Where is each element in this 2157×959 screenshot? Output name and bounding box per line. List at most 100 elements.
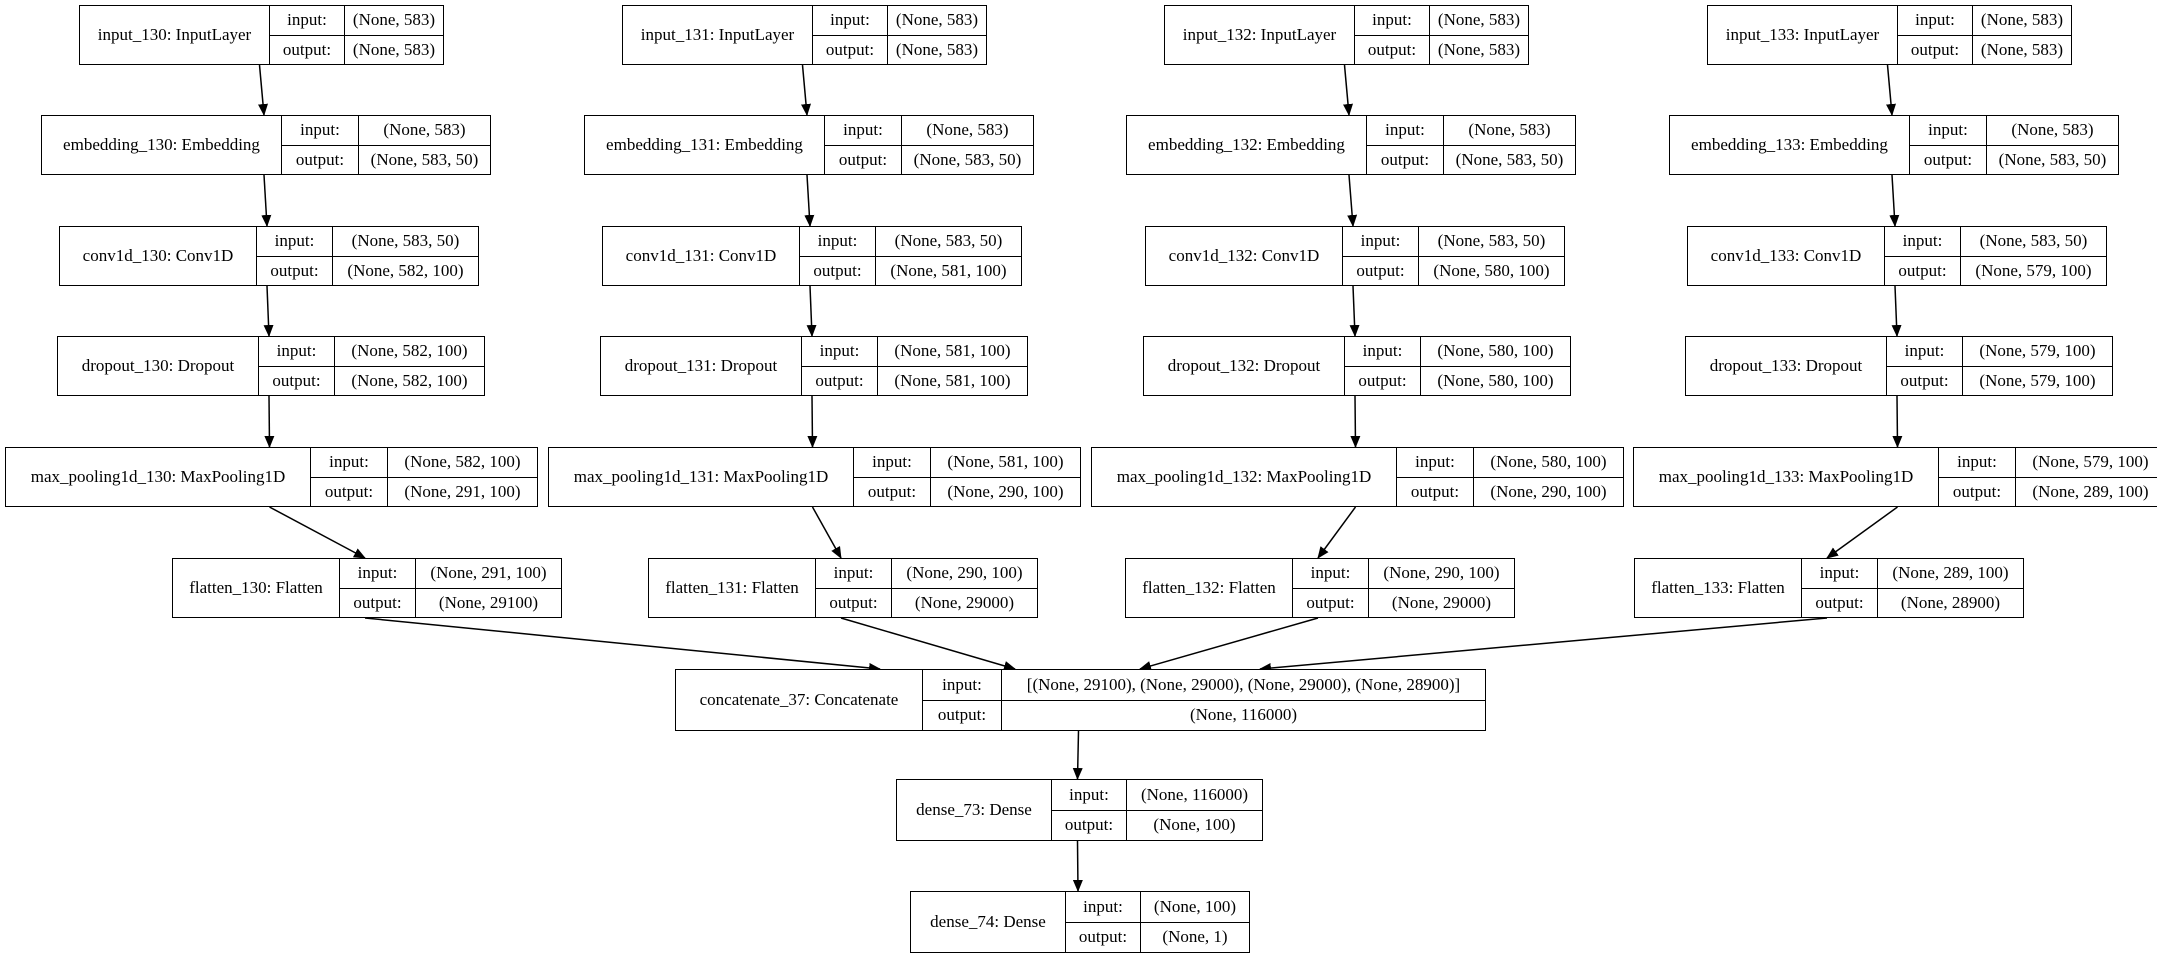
- edge-max-pooling1d-130-to-flatten-130: [269, 506, 366, 559]
- io-values: (None, 583, 50)(None, 582, 100): [332, 227, 478, 285]
- layer-name: dropout_131: Dropout: [624, 356, 778, 375]
- io-values: (None, 579, 100)(None, 579, 100): [1962, 337, 2112, 395]
- edge-input-133-to-embedding-133: [1886, 64, 1896, 116]
- output-label: output:: [270, 34, 344, 65]
- output-shape: (None, 579, 100): [1963, 365, 2112, 396]
- output-shape: (None, 580, 100): [1419, 255, 1564, 286]
- io-labels: input:output:: [1801, 559, 1877, 617]
- output-label: output:: [1293, 587, 1368, 618]
- layer-name: embedding_133: Embedding: [1691, 135, 1888, 154]
- io-values: (None, 583)(None, 583): [344, 6, 443, 64]
- io-values: [(None, 29100), (None, 29000), (None, 29…: [1001, 670, 1485, 730]
- output-shape: (None, 29100): [416, 587, 561, 618]
- layer-name: conv1d_133: Conv1D: [1710, 246, 1862, 265]
- input-shape: (None, 583): [895, 10, 979, 30]
- edge-dropout-133-to-max-pooling1d-133: [1892, 395, 1903, 448]
- output-label: output:: [311, 476, 387, 507]
- input-label: input:: [357, 563, 398, 583]
- output-shape: (None, 29000): [1369, 587, 1514, 618]
- edge-conv1d-132-to-dropout-132: [1349, 285, 1360, 337]
- io-labels: input:output:: [922, 670, 1001, 730]
- input-label: input:: [1957, 452, 1997, 472]
- layer-name: conv1d_131: Conv1D: [625, 246, 777, 265]
- io-values: (None, 583, 50)(None, 579, 100): [1960, 227, 2106, 285]
- input-label: input:: [942, 674, 982, 694]
- io-values: (None, 583, 50)(None, 580, 100): [1418, 227, 1564, 285]
- io-labels: input:output:: [1909, 116, 1986, 174]
- output-shape: (None, 583): [888, 34, 986, 65]
- input-shape: (None, 100): [1153, 896, 1237, 916]
- layer-name: max_pooling1d_133: MaxPooling1D: [1658, 467, 1914, 486]
- output-shape: (None, 583): [1430, 34, 1528, 65]
- input-shape: (None, 583): [1980, 10, 2064, 30]
- io-values: (None, 583) (None, 583): [1429, 6, 1528, 64]
- io-labels: input:output:: [1396, 448, 1473, 506]
- io-labels: input: output:: [1342, 227, 1418, 285]
- io-labels: input:output:: [1292, 559, 1368, 617]
- input-shape: (None, 583): [1468, 120, 1551, 140]
- layer-name: conv1d_132: Conv1D: [1168, 246, 1320, 265]
- input-label: input:: [843, 120, 883, 140]
- layer-node-concatenate-37: concatenate_37: Concatenate input:output:…: [675, 669, 1486, 731]
- output-shape: (None, 579, 100): [1961, 255, 2106, 286]
- output-label: output:: [1343, 255, 1418, 286]
- input-shape: (None, 583): [1437, 10, 1521, 30]
- output-shape: (None, 100): [1127, 809, 1262, 841]
- output-shape: (None, 583, 50): [902, 144, 1033, 175]
- io-labels: input:output:: [1884, 227, 1960, 285]
- input-label: input:: [1069, 784, 1109, 804]
- output-label: output:: [825, 144, 901, 175]
- input-shape: (None, 582, 100): [351, 341, 468, 361]
- input-label: input:: [817, 231, 858, 251]
- output-label: output:: [1887, 365, 1962, 396]
- io-values: (None, 583)(None, 583, 50): [901, 116, 1033, 174]
- io-labels: input:output:: [853, 448, 930, 506]
- edge-flatten-133-to-concatenate-37: [1259, 617, 1828, 673]
- output-shape: (None, 582, 100): [333, 255, 478, 286]
- input-label: input:: [287, 10, 327, 30]
- edge-max-pooling1d-132-to-flatten-132: [1317, 506, 1357, 559]
- input-shape: (None, 291, 100): [430, 563, 547, 583]
- input-shape: (None, 580, 100): [1490, 452, 1607, 472]
- layer-name: concatenate_37: Concatenate: [699, 690, 899, 709]
- io-labels: input:output:: [1065, 892, 1140, 952]
- input-label: input:: [1819, 563, 1860, 583]
- input-label: input:: [1415, 452, 1455, 472]
- layer-name: flatten_130: Flatten: [189, 578, 323, 597]
- output-shape: (None, 583): [345, 34, 443, 65]
- edge-input-132-to-embedding-132: [1343, 64, 1353, 116]
- io-labels: input:output:: [1344, 337, 1420, 395]
- input-shape: (None, 583, 50): [894, 231, 1003, 251]
- io-labels: input:output:: [815, 559, 891, 617]
- edge-input-130-to-embedding-130: [258, 64, 268, 116]
- output-label: output:: [1355, 34, 1429, 65]
- layer-name: dropout_133: Dropout: [1709, 356, 1863, 375]
- io-values: (None, 581, 100)(None, 581, 100): [877, 337, 1027, 395]
- output-label: output:: [802, 365, 877, 396]
- input-label: input:: [1360, 231, 1401, 251]
- layer-name: input_130: InputLayer: [97, 25, 252, 44]
- edge-conv1d-131-to-dropout-131: [806, 285, 817, 337]
- io-labels: input:output:: [1366, 116, 1443, 174]
- io-values: (None, 583, 50)(None, 581, 100): [875, 227, 1021, 285]
- output-shape: (None, 116000): [1002, 699, 1485, 731]
- input-label: input:: [1902, 231, 1943, 251]
- edge-max-pooling1d-133-to-flatten-133: [1826, 506, 1898, 559]
- io-values: (None, 291, 100) (None, 29100): [415, 559, 561, 617]
- edge-embedding-133-to-conv1d-133: [1889, 174, 1900, 227]
- edge-flatten-130-to-concatenate-37: [364, 617, 881, 673]
- edge-conv1d-133-to-dropout-133: [1891, 285, 1902, 337]
